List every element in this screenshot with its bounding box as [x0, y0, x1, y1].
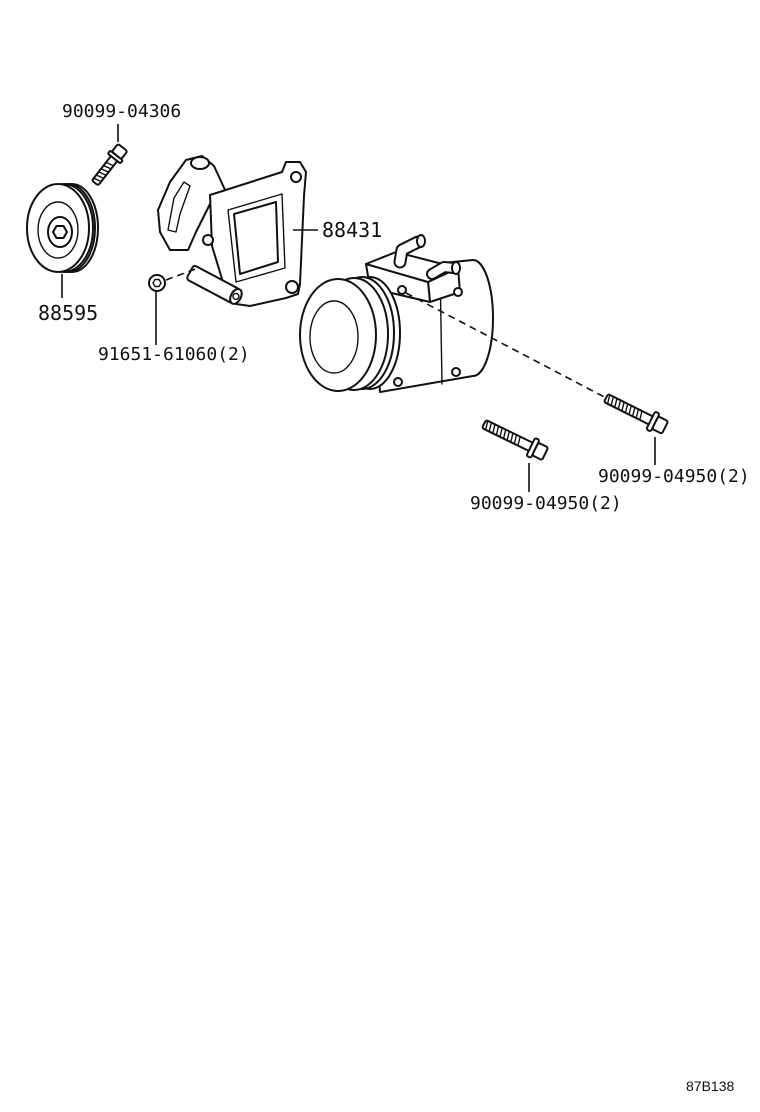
nut[interactable]: [148, 274, 166, 292]
clutch-inner-plate: [309, 300, 359, 374]
compressor-dashed-guide: [405, 292, 611, 401]
label-bolt-lower: 90099-04950(2): [470, 493, 622, 514]
bolt-right-head: [651, 416, 669, 435]
nut-body: [148, 274, 166, 292]
bracket-hole-bottom-right: [285, 280, 299, 294]
bracket-arm-slot: [167, 181, 191, 233]
clutch-front-face: [299, 278, 377, 392]
label-bolt-right: 90099-04950(2): [598, 466, 750, 487]
nut-hex: [152, 278, 162, 288]
figure-code: 87B138: [686, 1078, 734, 1094]
compressor[interactable]: [299, 234, 494, 393]
bracket-opening: [233, 201, 279, 275]
bracket-plate-rim: [227, 193, 286, 283]
fitting-suction-fill: [395, 237, 423, 267]
bracket-lower-boss-end: [229, 287, 243, 305]
fitting-discharge-end: [451, 261, 461, 275]
bolt-lower[interactable]: [480, 415, 550, 463]
label-bracket: 88431: [322, 218, 382, 242]
fitting-discharge-fill: [428, 263, 458, 278]
compressor-ear-hole-top-right: [453, 287, 463, 297]
bracket-lower-boss: [186, 264, 243, 305]
label-pulley: 88595: [38, 301, 98, 325]
bracket-hole-top-right: [290, 171, 302, 183]
fitting-suction-end: [416, 234, 426, 248]
bracket[interactable]: [157, 155, 307, 307]
bolt-top-head: [111, 143, 128, 160]
compressor-fitting-suction: [393, 234, 426, 269]
pulley-hub-nut: [52, 225, 68, 239]
bolt-right[interactable]: [602, 389, 670, 436]
compressor-fitting-discharge: [426, 261, 461, 280]
bolt-top[interactable]: [89, 143, 129, 188]
bracket-boss-small: [202, 234, 214, 246]
compressor-ear-hole-top-left: [397, 285, 407, 295]
bracket-left-arm: [157, 155, 227, 251]
compressor-ear-hole-bottom-right: [451, 367, 461, 377]
bolt-lower-head: [531, 442, 549, 461]
bolt-top-threads: [92, 161, 115, 183]
bracket-arm-boss: [190, 156, 210, 170]
bracket-hole-lower-boss: [232, 292, 240, 301]
pulley-inner-ring: [37, 201, 79, 259]
bolt-right-threads: [606, 394, 643, 421]
label-bolt-top: 90099-04306: [62, 101, 181, 122]
bolt-lower-threads: [484, 420, 521, 447]
label-nut: 91651-61060(2): [98, 344, 250, 365]
nut-dashed-guide: [165, 267, 199, 281]
compressor-ear-hole-bottom-left: [393, 377, 403, 387]
pulley[interactable]: [26, 183, 99, 273]
